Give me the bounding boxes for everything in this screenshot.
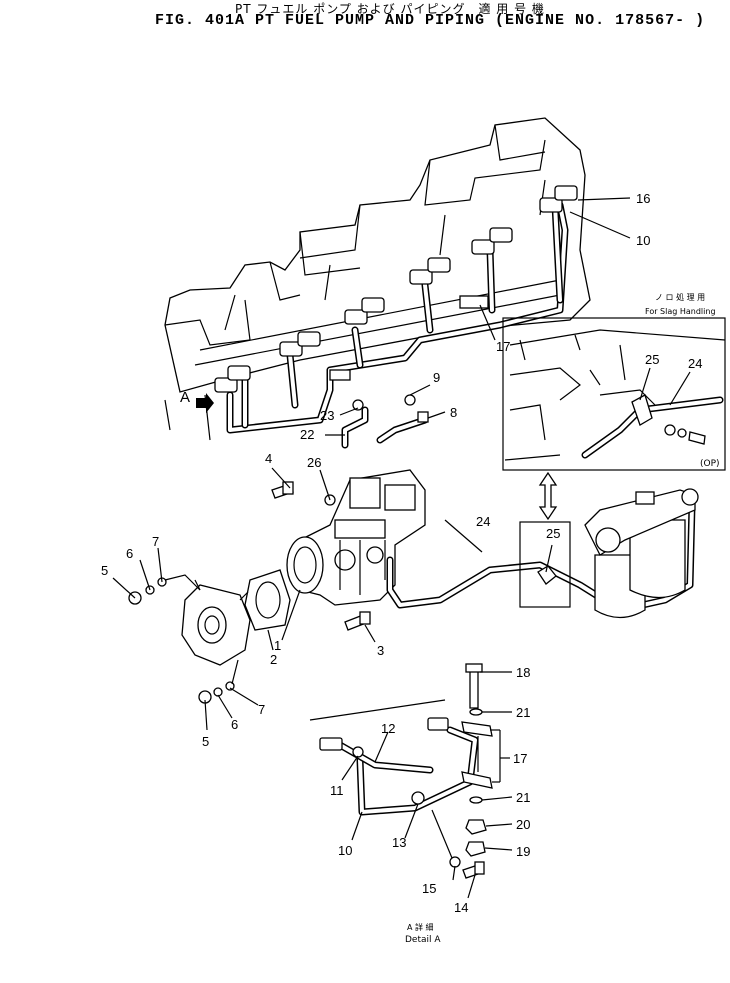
engine-head <box>164 117 591 441</box>
optional-label: (OP) <box>700 459 720 469</box>
drive-housing <box>181 579 251 666</box>
callouts: 16 10 17 9 8 23 22 4 26 1 2 3 5 6 7 5 6 … <box>101 191 702 915</box>
detail-a-label: Detail A <box>405 935 441 945</box>
callout-17-lower: 17 <box>513 751 527 766</box>
slag-handling-label: For Slag Handling <box>645 307 716 316</box>
fuel-pump <box>286 469 426 606</box>
callout-5-left: 5 <box>101 563 108 578</box>
rocker-cover-3 <box>164 261 301 346</box>
callout-9: 9 <box>433 370 440 385</box>
figure-title-japanese: PT フュエル ポンプ および パイピング 適 用 号 機 <box>235 2 545 16</box>
leader-lines <box>112 197 691 899</box>
callout-22: 22 <box>300 427 314 442</box>
gasket <box>244 569 291 631</box>
callout-25-main: 25 <box>546 526 560 541</box>
callout-21-upper: 21 <box>516 705 530 720</box>
callout-2: 2 <box>270 652 277 667</box>
callout-20: 20 <box>516 817 530 832</box>
callout-25-inset: 25 <box>645 352 659 367</box>
callout-1: 1 <box>274 638 281 653</box>
callout-12: 12 <box>381 721 395 736</box>
view-a-label: A <box>180 389 190 406</box>
callout-10-upper: 10 <box>636 233 650 248</box>
fittings-upper <box>341 394 429 449</box>
callout-5-lower: 5 <box>202 734 209 749</box>
clamp-25-box <box>519 521 571 608</box>
callout-7-left: 7 <box>152 534 159 549</box>
callout-15: 15 <box>422 881 436 896</box>
callout-26: 26 <box>307 455 321 470</box>
callout-21-lower: 21 <box>516 790 530 805</box>
callout-13: 13 <box>392 835 406 850</box>
callout-3: 3 <box>377 643 384 658</box>
engine-outline <box>164 117 591 393</box>
hardware-pump <box>128 481 371 704</box>
callout-16: 16 <box>636 191 650 206</box>
detail-a-assembly <box>309 663 493 879</box>
cover-bolts <box>224 179 546 331</box>
callout-4: 4 <box>265 451 272 466</box>
callout-6-left: 6 <box>126 546 133 561</box>
callout-7-lower: 7 <box>258 702 265 717</box>
callout-10-lower: 10 <box>338 843 352 858</box>
callout-24-inset: 24 <box>688 356 702 371</box>
rocker-cover-1 <box>299 204 361 276</box>
callout-17-upper: 17 <box>496 339 510 354</box>
callout-19: 19 <box>516 844 530 859</box>
fuel-filter <box>584 488 699 619</box>
fuel-lines-engine <box>214 185 578 434</box>
callout-14: 14 <box>454 900 468 915</box>
callout-23: 23 <box>320 408 334 423</box>
figure-title: FIG. 401A PT FUEL PUMP AND PIPING (ENGIN… <box>155 12 706 29</box>
callout-6-lower: 6 <box>231 717 238 732</box>
rocker-cover-2 <box>424 124 546 206</box>
callout-24-main: 24 <box>476 514 490 529</box>
head-parting-line <box>194 279 561 366</box>
callout-18: 18 <box>516 665 530 680</box>
slag-handling-inset: ノ ロ 処 理 用 For Slag Handling (OP) <box>502 292 726 471</box>
double-arrow-icon <box>538 471 558 521</box>
callout-11: 11 <box>330 783 344 798</box>
arrow-right-icon <box>196 393 214 413</box>
slag-handling-label-jp: ノ ロ 処 理 用 <box>655 292 705 302</box>
clamp-17 <box>459 295 489 309</box>
detail-a-label-jp: A 詳 細 <box>407 922 434 932</box>
callout-8: 8 <box>450 405 457 420</box>
view-a-arrow: A <box>180 389 214 413</box>
